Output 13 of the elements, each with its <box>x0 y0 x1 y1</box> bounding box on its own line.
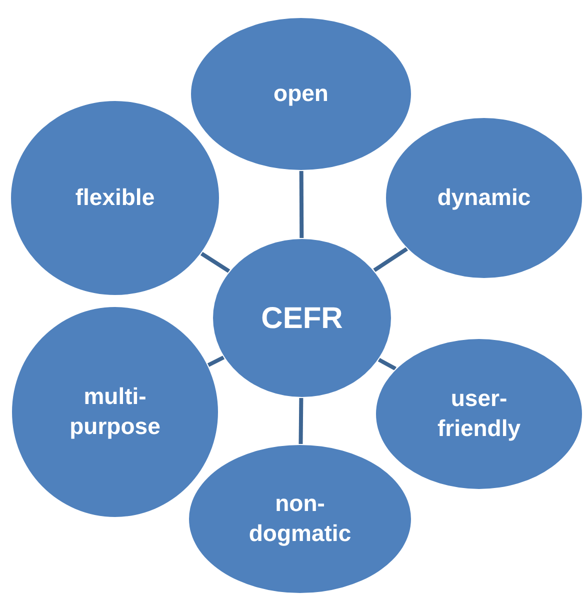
node-label: non- dogmatic <box>248 489 352 548</box>
node-label: flexible <box>75 183 155 212</box>
connector-line <box>207 356 225 367</box>
connector-line <box>299 171 304 238</box>
node-label: multi- purpose <box>68 382 162 441</box>
node-label: CEFR <box>261 300 343 336</box>
connector-line <box>373 247 408 272</box>
connector-line <box>378 358 396 370</box>
node-label: open <box>274 79 328 108</box>
node-label: user- friendly <box>436 384 522 443</box>
connector-line <box>200 252 230 273</box>
connector-line <box>298 398 304 444</box>
node-label: dynamic <box>437 183 531 212</box>
